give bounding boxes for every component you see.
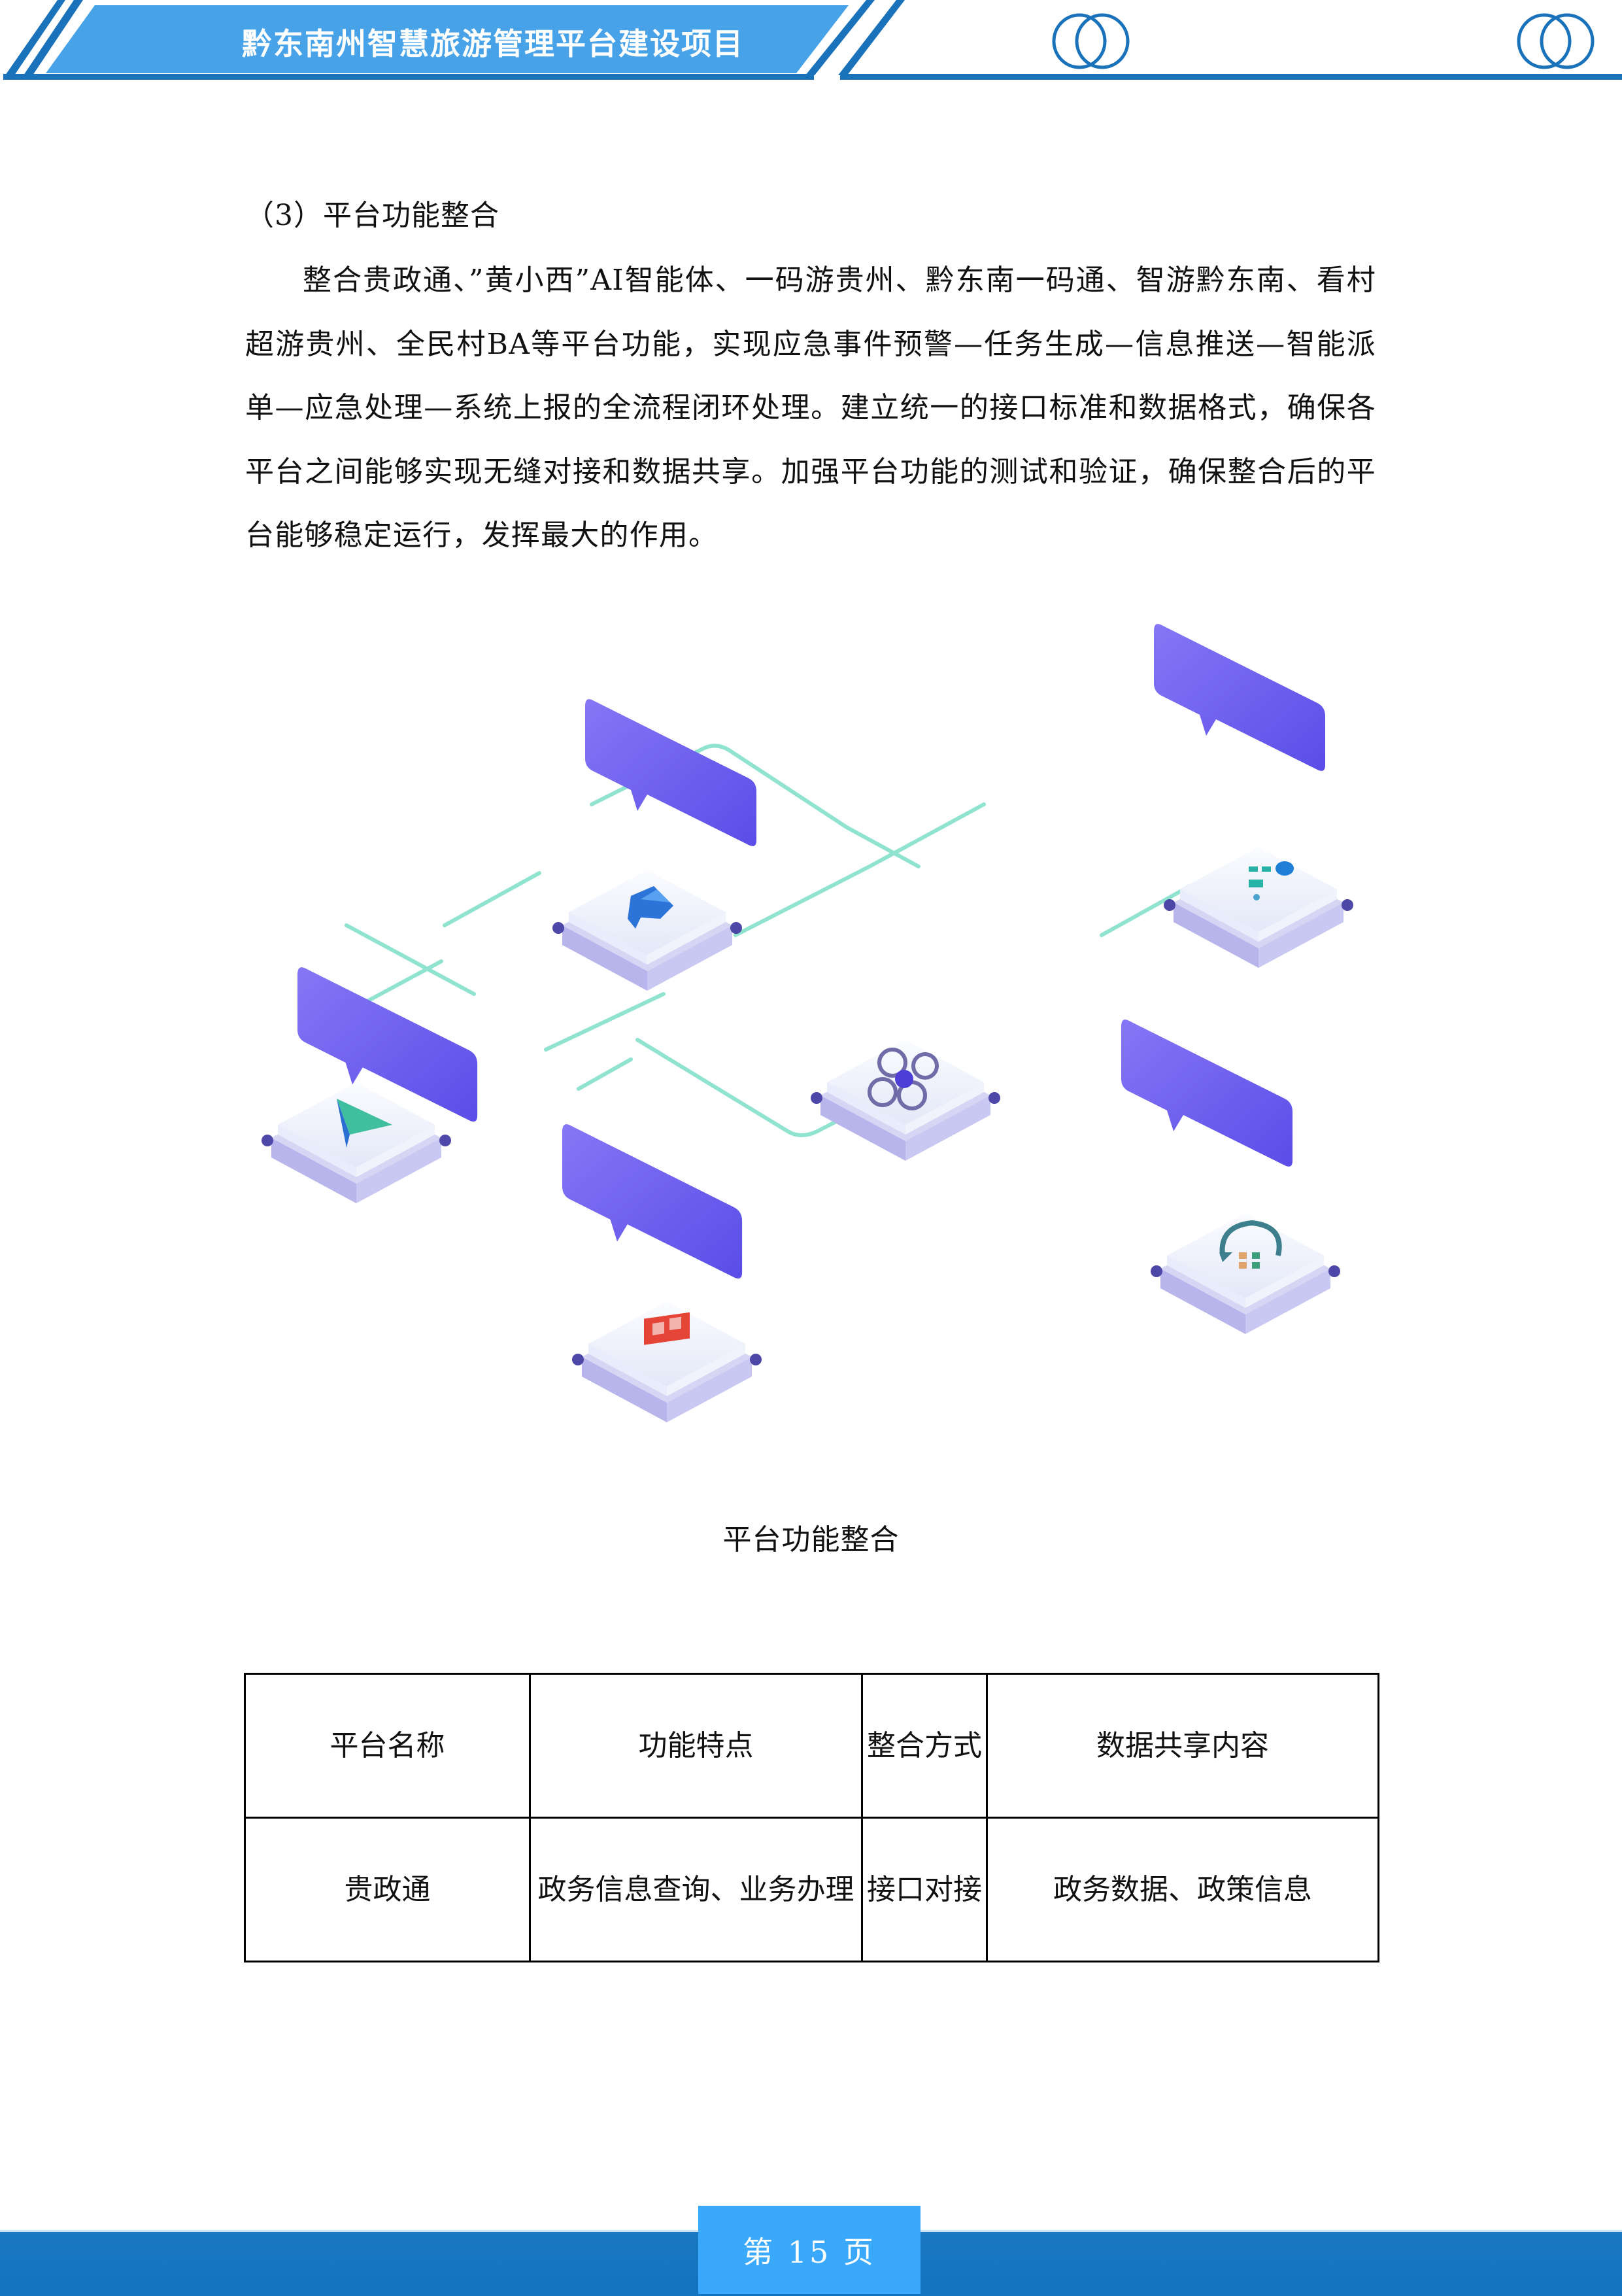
node-left [262, 1082, 451, 1203]
tag-top-right [1154, 624, 1325, 771]
table-row: 贵政通 政务信息查询、业务办理 接口对接 政务数据、政策信息 [244, 1817, 1379, 1962]
tag-right [1121, 1019, 1293, 1167]
header-platform-name: 平台名称 [244, 1673, 531, 1819]
header-banner-graphic [3, 0, 1622, 80]
page-header: 黔东南州智慧旅游管理平台建设项目 [0, 0, 1622, 85]
page-number-label: 第 15 页 [743, 2234, 876, 2270]
node-center [811, 1040, 1000, 1161]
chat-bubble-icon [1219, 1220, 1282, 1269]
paper-plane-icon [337, 1099, 392, 1148]
table-header-row: 平台名称 功能特点 整合方式 数据共享内容 [244, 1673, 1379, 1819]
header-features: 功能特点 [529, 1673, 863, 1819]
cell-features: 政务信息查询、业务办理 [529, 1817, 863, 1962]
red-logo-icon [644, 1312, 690, 1345]
cell-shared-data: 政务数据、政策信息 [986, 1817, 1379, 1962]
node-top-right [1164, 847, 1353, 968]
platform-table: 平台名称 功能特点 整合方式 数据共享内容 贵政通 政务信息查询、业务办理 接口… [244, 1673, 1379, 1962]
tag-bottom [562, 1124, 743, 1279]
node-bottom [572, 1301, 762, 1422]
double-ring-icon [1517, 13, 1595, 69]
header-integration-method: 整合方式 [861, 1673, 988, 1819]
body-paragraph: 整合贵政通、”黄小西”AI智能体、一码游贵州、黔东南一码通、智游黔东南、看村超游… [245, 264, 1376, 552]
bird-logo-icon [628, 886, 673, 929]
header-shared-data: 数据共享内容 [986, 1673, 1379, 1819]
figure-caption: 平台功能整合 [722, 1523, 900, 1556]
cell-platform-name: 贵政通 [244, 1817, 531, 1962]
document-title: 黔东南州智慧旅游管理平台建设项目 [242, 26, 744, 61]
node-top-left [552, 870, 742, 991]
node-right [1151, 1213, 1340, 1334]
dots-logo-icon [1249, 861, 1294, 900]
section-heading: （3）平台功能整合 [245, 199, 499, 232]
page-number: 第 15 页 [698, 2206, 921, 2294]
double-ring-icon [1052, 13, 1130, 69]
hub-circles-icon [868, 1048, 939, 1110]
tag-top-left [585, 699, 756, 846]
platform-integration-diagram [258, 569, 1363, 1504]
connector-lines [345, 744, 1192, 1137]
cell-integration-method: 接口对接 [861, 1817, 988, 1962]
